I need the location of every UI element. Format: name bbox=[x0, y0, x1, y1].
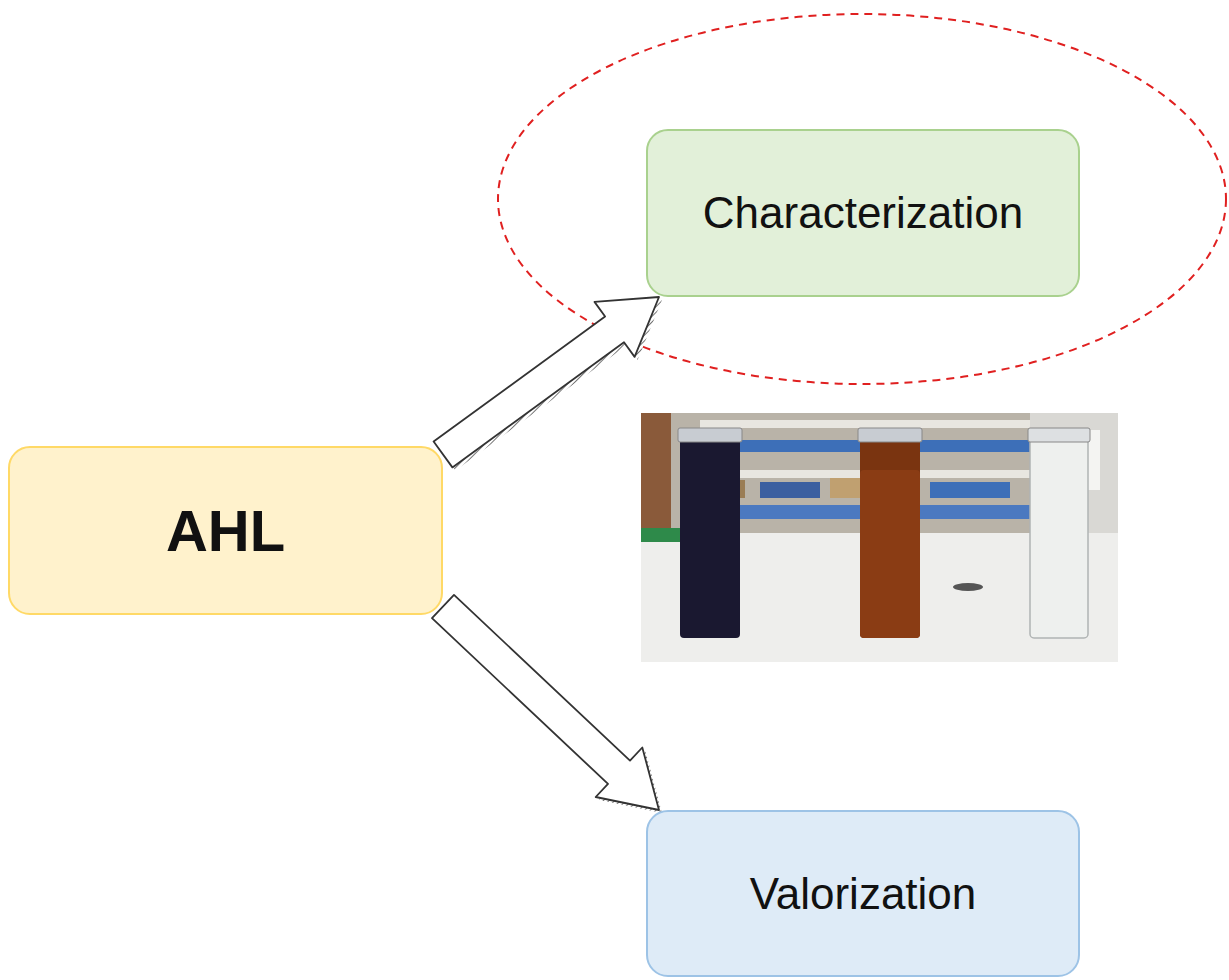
vials-photo bbox=[641, 413, 1118, 662]
process-box: Characterization bbox=[646, 129, 1080, 297]
block-arrow bbox=[434, 297, 662, 470]
process-box: Valorization bbox=[646, 810, 1080, 977]
node-label: AHL bbox=[166, 497, 285, 564]
node-label: Characterization bbox=[703, 188, 1023, 238]
block-arrow bbox=[432, 595, 662, 813]
arrow-outline bbox=[434, 297, 659, 467]
node-label: Valorization bbox=[750, 869, 977, 919]
source-box: AHL bbox=[8, 446, 443, 615]
arrow-outline bbox=[432, 595, 659, 810]
